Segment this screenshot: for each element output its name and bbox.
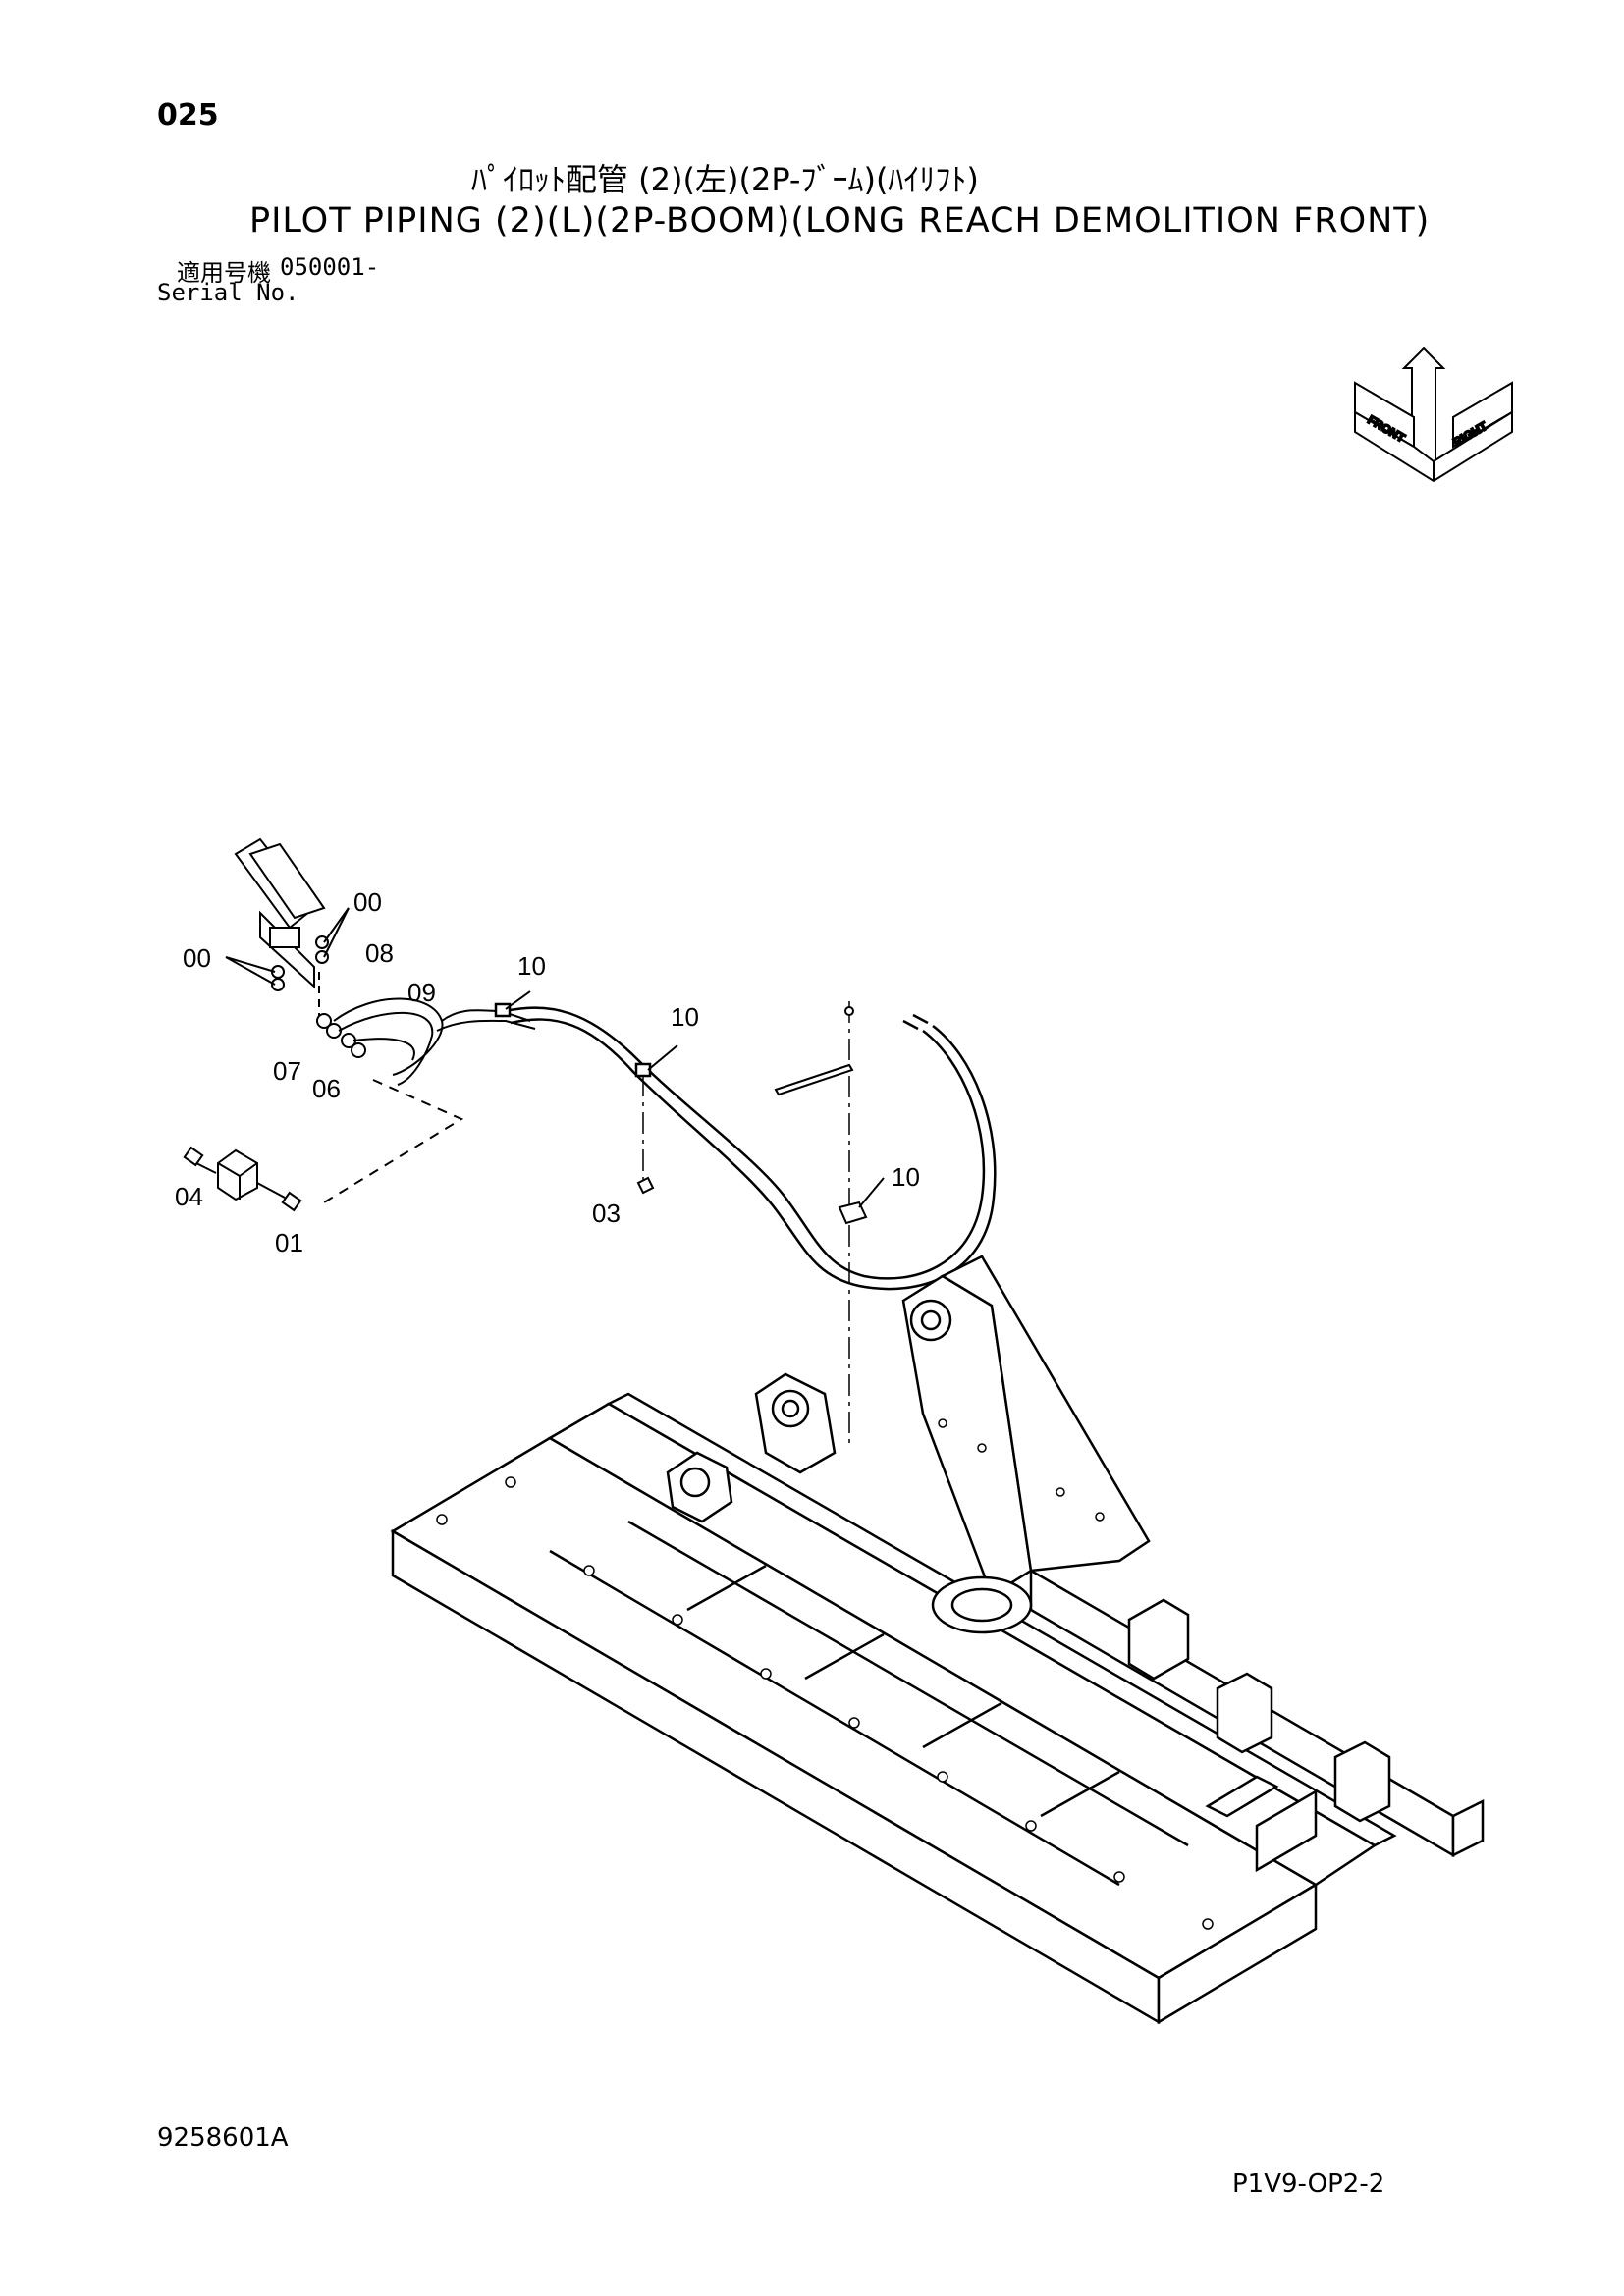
callout-leaders-right: [505, 990, 885, 1208]
clamp-parts: [636, 1006, 868, 1225]
callout-04: 04: [175, 1182, 203, 1211]
callout-10-second: 10: [671, 1002, 699, 1032]
callout-00-right: 00: [353, 887, 382, 917]
title-english: PILOT PIPING (2)(L)(2P-BOOM)(LONG REACH …: [249, 201, 1431, 240]
pilot-hose-run: [494, 1002, 997, 1291]
callout-03: 03: [592, 1199, 621, 1228]
callout-10-third: 10: [892, 1162, 920, 1192]
callout-01: 01: [275, 1228, 303, 1257]
callout-labels: 00 00 08 09 10 10 07 06 04 01 03 10: [175, 887, 920, 1257]
serial-label-japanese: 適用号機: [177, 259, 271, 287]
callout-06: 06: [312, 1074, 341, 1103]
upperstructure-frame: [390, 1255, 1485, 2025]
page-number: 025: [157, 98, 219, 133]
serial-label-english: Serial No.: [157, 279, 299, 306]
pedal-assembly: [234, 837, 329, 991]
frame-bolt-holes: [436, 1418, 1214, 1930]
callout-07: 07: [273, 1056, 301, 1086]
callout-08: 08: [365, 938, 394, 968]
orientation-compass-icon: FRONT RIGHT: [1354, 347, 1513, 483]
center-line: [642, 1001, 850, 1443]
drawing-number: 9258601A: [157, 2123, 289, 2153]
serial-number-value: 050001-: [280, 253, 380, 281]
shuttle-valve: [183, 1146, 302, 1212]
valve-guide-lines: [323, 1079, 464, 1203]
leader-lines: [225, 907, 350, 986]
page-code: P1V9-OP2-2: [1232, 2169, 1385, 2199]
callout-10-first: 10: [517, 951, 546, 981]
fittings-cluster: [316, 972, 536, 1086]
callout-09: 09: [407, 978, 436, 1007]
callout-00-left: 00: [183, 943, 211, 973]
title-japanese: ﾊﾟｲﾛｯﾄ配管 (2)(左)(2P-ﾌﾞｰﾑ)(ﾊｲﾘﾌﾄ): [471, 161, 979, 198]
